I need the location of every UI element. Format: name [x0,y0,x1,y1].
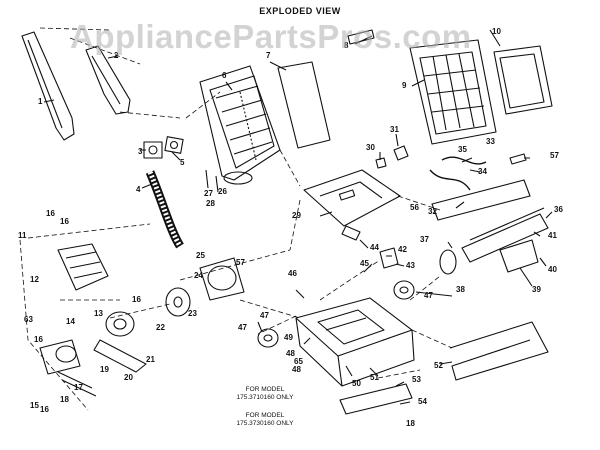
callout-label: 22 [156,323,165,332]
callout-label: 39 [532,285,541,294]
callout-label: 45 [360,259,369,268]
callout-label: 30 [366,143,375,152]
callout-label: 57 [236,258,245,267]
callout-label: 31 [390,125,399,134]
callout-label: 48 [286,349,295,358]
callout-label: 56 [410,203,419,212]
model-note-1-line1: FOR MODEL [245,386,285,393]
bracket-part-3 [143,141,163,159]
callout-label: 53 [412,375,421,384]
small-bracket-part [347,29,375,45]
model-note-1: FOR MODEL 175.3710160 ONLY [200,386,330,402]
handle-lower-part [85,45,131,115]
callout-label: 34 [478,167,487,176]
model-note-2: FOR MODEL 175.3730160 ONLY [200,412,330,428]
callout-label: 18 [60,395,69,404]
callout-label: 16 [60,217,69,226]
callout-label: 42 [398,245,407,254]
callout-label: 54 [418,397,427,406]
callout-label: 51 [370,373,379,382]
callout-label: 13 [94,309,103,318]
callout-label: 10 [492,27,501,36]
callout-label: 28 [206,199,215,208]
callout-label: 16 [34,335,43,344]
fan-housing-part [165,257,245,317]
callout-label: 8 [344,41,349,50]
callout-label: 11 [18,231,27,240]
callout-label: 26 [218,187,227,196]
callout-label: 41 [548,231,557,240]
filter-frame-part [493,45,553,115]
callout-label: 5 [180,158,185,167]
callout-label: 44 [370,243,379,252]
callout-label: 17 [74,383,83,392]
callout-label: 50 [352,379,361,388]
callout-label: 35 [458,145,467,154]
callout-label: 33 [486,137,495,146]
hood-part [303,169,401,227]
callout-label: 4 [136,185,141,194]
callout-label: 20 [124,373,133,382]
callout-label: 47 [238,323,247,332]
model-note-2-line1: FOR MODEL [245,412,285,419]
callout-label: 14 [66,317,75,326]
callout-label: 29 [292,211,301,220]
brush-roll-part [439,207,549,275]
callout-label: 46 [288,269,297,278]
model-note-2-line2: 175.3730160 ONLY [236,420,294,427]
callout-label: 40 [548,265,557,274]
callout-label: 16 [132,295,141,304]
wand-part [449,321,549,381]
motor-assembly [39,243,147,397]
callout-label: 19 [100,365,109,374]
callout-label: 36 [554,205,563,214]
callout-label: 25 [196,251,205,260]
callout-label: 48 [292,365,301,374]
hose-part [145,170,184,249]
callout-label: 47 [424,291,433,300]
callout-label: 15 [30,401,39,410]
callout-label: 1 [38,97,43,106]
callout-label: 2 [114,51,119,60]
callout-label: 37 [420,235,429,244]
bag-panel-part [277,61,331,149]
callout-label: 18 [406,419,415,428]
callout-label: 3 [138,147,143,156]
diagram-title: EXPLODED VIEW [259,6,341,16]
callout-label: 57 [550,151,559,160]
callout-label: 21 [146,355,155,364]
watermark: AppliancePartsPros.com [70,18,472,55]
callout-labels: 1234567891011121314151616161616171818192… [18,27,563,428]
callout-label: 43 [406,261,415,270]
handle-upper-part [21,31,75,141]
callout-label: 63 [24,315,33,324]
callout-label: 9 [402,81,407,90]
callout-label: 7 [266,51,271,60]
base-housing-part [295,297,415,387]
callout-label: 47 [260,311,269,320]
filter-grid-part [409,39,497,145]
callout-label: 16 [40,405,49,414]
callout-label: 32 [428,207,437,216]
callout-label: 65 [294,357,303,366]
callout-label: 27 [204,189,213,198]
bracket-part-32 [431,179,531,221]
rear-housing-part [199,65,281,185]
callout-label: 38 [456,285,465,294]
callout-label: 24 [194,271,203,280]
callout-label: 52 [434,361,443,370]
wheel-part-47 [257,328,279,348]
callout-label: 12 [30,275,39,284]
callout-label: 16 [46,209,55,218]
bracket-part-5 [164,136,184,154]
model-note-1-line2: 175.3710160 ONLY [236,394,294,401]
callout-label: 49 [284,333,293,342]
callout-label: 6 [222,71,227,80]
callout-label: 23 [188,309,197,318]
